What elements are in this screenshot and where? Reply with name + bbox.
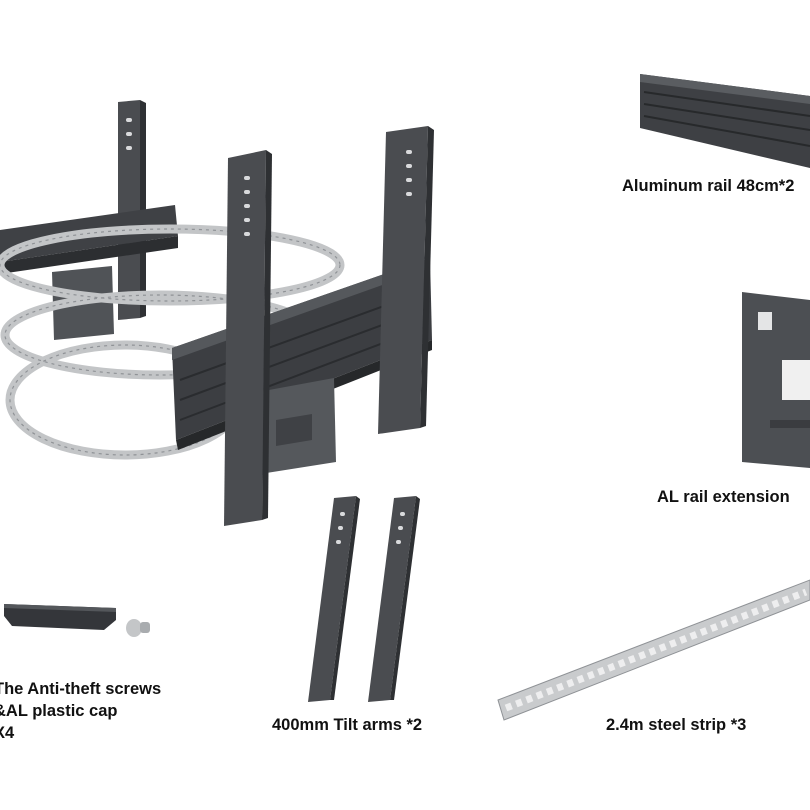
plastic-cap bbox=[4, 604, 116, 630]
label-tilt-arms: 400mm Tilt arms *2 bbox=[272, 716, 422, 734]
label-aluminum-rail: Aluminum rail 48cm*2 bbox=[622, 177, 794, 195]
steel-strip bbox=[497, 579, 810, 721]
tilt-arms bbox=[308, 496, 420, 702]
rail-extension-plate bbox=[742, 292, 810, 468]
anti-theft-screw bbox=[126, 619, 150, 637]
label-steel-strip: 2.4m steel strip *3 bbox=[606, 716, 746, 734]
assembled-mount bbox=[0, 100, 434, 526]
label-anti-theft-screws: The Anti-theft screws &AL plastic cap X4 bbox=[0, 680, 162, 742]
aluminum-rail bbox=[640, 74, 810, 168]
label-rail-extension: AL rail extension bbox=[657, 488, 790, 506]
